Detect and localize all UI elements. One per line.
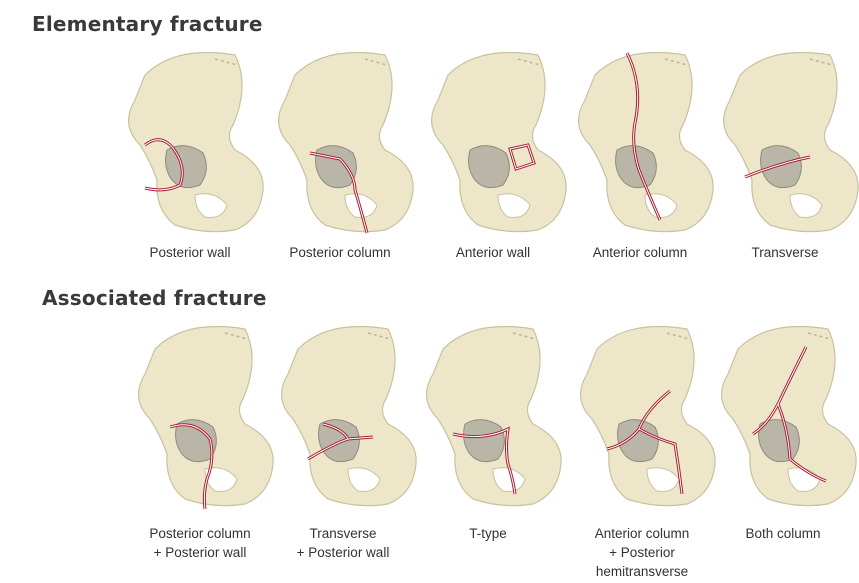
caption-line: hemitransverse (557, 562, 727, 581)
elementary-fracture-title: Elementary fracture (32, 12, 263, 36)
pelvis-illustration (710, 45, 859, 230)
associated-fracture-row: Posterior column + Posterior wall Transv… (0, 314, 859, 583)
elementary-fracture-row: Posterior wall Posterior column Anterior… (0, 45, 859, 265)
pelvis-illustration (708, 319, 858, 504)
pelvis-illustration (565, 45, 715, 230)
caption-line: T-type (403, 524, 573, 543)
pelvis-illustration (418, 45, 568, 230)
posterior-wall-label: Posterior wall (105, 243, 275, 262)
pelvis-illustration (265, 45, 415, 230)
transverse-label: Transverse (700, 243, 859, 262)
caption-line: + Posterior (557, 543, 727, 562)
pelvis-illustration (115, 45, 265, 230)
posterior-column-label: Posterior column (255, 243, 425, 262)
caption-line: Both column (698, 524, 859, 543)
caption-line: + Posterior wall (258, 543, 428, 562)
associated-fracture-title: Associated fracture (42, 286, 267, 310)
t-type-label: T-type (403, 524, 573, 543)
pelvis-illustration (567, 319, 717, 504)
anterior-wall-label: Anterior wall (408, 243, 578, 262)
pelvis-illustration (413, 319, 563, 504)
both-column-label: Both column (698, 524, 859, 543)
pelvis-illustration (125, 319, 275, 504)
pelvis-illustration (268, 319, 418, 504)
